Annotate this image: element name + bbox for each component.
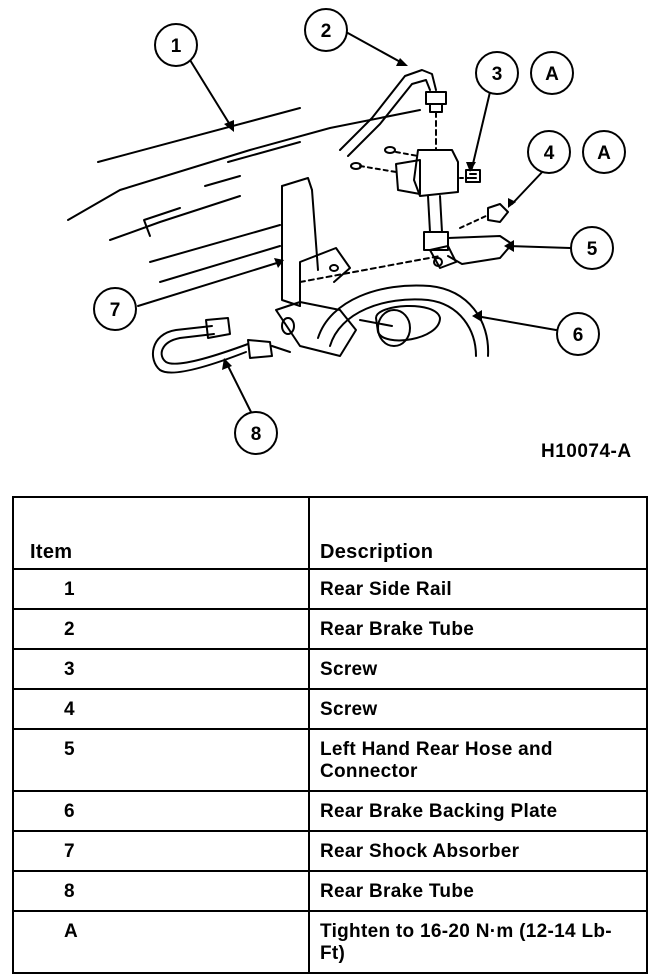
screw-3-illustration bbox=[465, 169, 481, 183]
legend-row: 1 Rear Side Rail bbox=[12, 568, 648, 610]
connector-bracket-illustration bbox=[350, 146, 477, 251]
legend-row: 7 Rear Shock Absorber bbox=[12, 830, 648, 872]
callout-3a-label: A bbox=[545, 64, 559, 85]
legend-item: 8 bbox=[12, 870, 310, 912]
callout-4-torque-a: A bbox=[582, 130, 626, 174]
legend-description: Rear Brake Tube bbox=[308, 870, 648, 912]
legend-item: 7 bbox=[12, 830, 310, 872]
legend-row: A Tighten to 16-20 N·m (12-14 Lb-Ft) bbox=[12, 910, 648, 974]
rear-brake-tube-lower-illustration bbox=[152, 317, 291, 374]
legend-row: 6 Rear Brake Backing Plate bbox=[12, 790, 648, 832]
legend-table: Item Description 1 Rear Side Rail 2 Rear… bbox=[12, 496, 648, 974]
legend-item: 3 bbox=[12, 648, 310, 690]
callout-8-label: 8 bbox=[251, 424, 262, 445]
legend-row: 3 Screw bbox=[12, 648, 648, 690]
callout-2: 2 bbox=[304, 8, 348, 52]
rear-shock-absorber-illustration bbox=[281, 177, 441, 307]
legend-item: 1 bbox=[12, 568, 310, 610]
callout-6: 6 bbox=[556, 312, 600, 356]
legend-item: 2 bbox=[12, 608, 310, 650]
callout-7-label: 7 bbox=[110, 300, 121, 321]
callout-5: 5 bbox=[570, 226, 614, 270]
callout-3: 3 bbox=[475, 51, 519, 95]
rear-brake-tube-upper-illustration bbox=[339, 69, 447, 157]
callout-3-torque-a: A bbox=[530, 51, 574, 95]
legend-description: Tighten to 16-20 N·m (12-14 Lb-Ft) bbox=[308, 910, 648, 974]
callout-5-label: 5 bbox=[587, 239, 598, 260]
callout-7: 7 bbox=[93, 287, 137, 331]
callout-8: 8 bbox=[234, 411, 278, 455]
legend-item: 5 bbox=[12, 728, 310, 792]
legend-description: Screw bbox=[308, 688, 648, 730]
legend-description: Left Hand Rear Hose and Connector bbox=[308, 728, 648, 792]
callout-4-label: 4 bbox=[544, 143, 555, 164]
callout-3-label: 3 bbox=[492, 64, 503, 85]
leader-arrowheads bbox=[222, 58, 516, 370]
screw-4-illustration bbox=[459, 203, 509, 229]
legend-item: 6 bbox=[12, 790, 310, 832]
backing-plate-illustration bbox=[275, 284, 490, 357]
callout-1-label: 1 bbox=[171, 36, 182, 57]
legend-header-item: Item bbox=[12, 496, 310, 570]
legend-row: 5 Left Hand Rear Hose and Connector bbox=[12, 728, 648, 792]
legend-description: Rear Shock Absorber bbox=[308, 830, 648, 872]
legend-description: Screw bbox=[308, 648, 648, 690]
legend-header-row: Item Description bbox=[12, 496, 648, 570]
legend-header-description: Description bbox=[308, 496, 648, 570]
callout-6-label: 6 bbox=[573, 325, 584, 346]
callout-4a-label: A bbox=[597, 143, 611, 164]
legend-row: 2 Rear Brake Tube bbox=[12, 608, 648, 650]
figure-code: H10074-A bbox=[541, 441, 632, 462]
legend-description: Rear Brake Backing Plate bbox=[308, 790, 648, 832]
brake-hose-diagram: 1 2 3 A 4 A 5 6 bbox=[0, 0, 672, 470]
rear-side-rail-illustration bbox=[67, 107, 421, 283]
legend-description: Rear Side Rail bbox=[308, 568, 648, 610]
legend-row: 8 Rear Brake Tube bbox=[12, 870, 648, 912]
callout-1: 1 bbox=[154, 23, 198, 67]
legend-row: 4 Screw bbox=[12, 688, 648, 730]
callout-2-label: 2 bbox=[321, 21, 332, 42]
legend-item: A bbox=[12, 910, 310, 974]
rear-hose-illustration bbox=[429, 235, 513, 269]
leader-lines bbox=[137, 31, 571, 415]
legend-description: Rear Brake Tube bbox=[308, 608, 648, 650]
callout-4: 4 bbox=[527, 130, 571, 174]
legend-item: 4 bbox=[12, 688, 310, 730]
